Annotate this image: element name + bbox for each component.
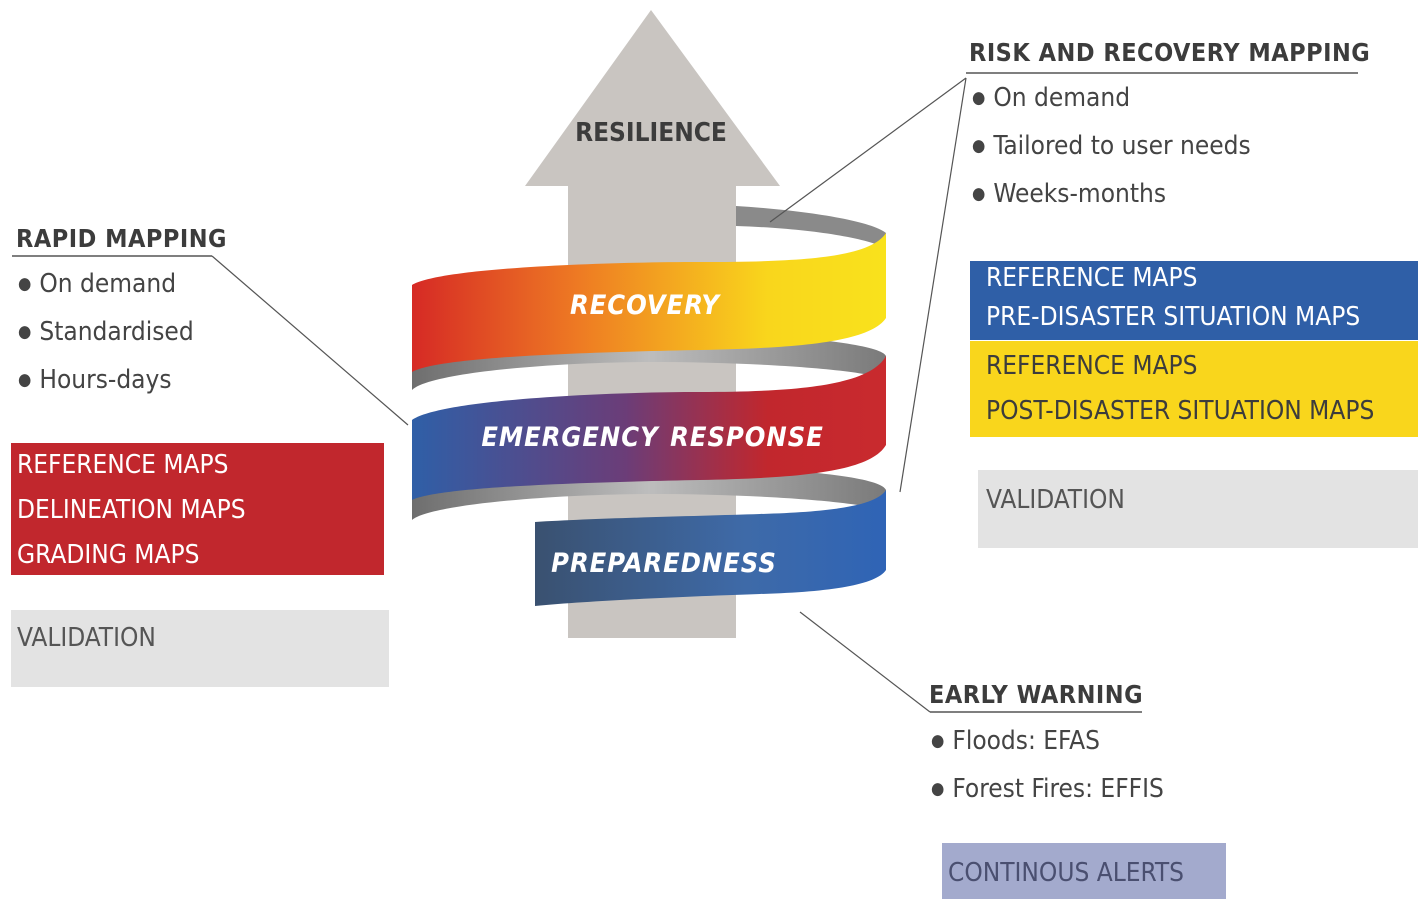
pre-disaster-box: REFERENCE MAPS PRE-DISASTER SITUATION MA… <box>970 261 1418 340</box>
ribbon-inner-top <box>736 206 886 248</box>
emergency-band <box>412 356 886 500</box>
post-disaster-box: REFERENCE MAPS POST-DISASTER SITUATION M… <box>970 341 1418 437</box>
risk-recovery-connector-2 <box>899 77 967 493</box>
validation-label: VALIDATION <box>17 623 156 653</box>
early-warning-heading: EARLY WARNING <box>929 680 1144 709</box>
early-warning-bullets: Floods: EFAS Forest Fires: EFFIS <box>931 719 1164 815</box>
list-item: On demand <box>18 262 194 310</box>
list-item: Tailored to user needs <box>972 124 1250 172</box>
list-item: Forest Fires: EFFIS <box>931 767 1164 815</box>
preparedness-band <box>535 490 886 606</box>
list-item: Weeks-months <box>972 172 1251 220</box>
product-item: PRE-DISASTER SITUATION MAPS <box>986 302 1361 332</box>
list-item: Floods: EFAS <box>931 719 1164 767</box>
rapid-mapping-validation-box: VALIDATION <box>11 610 389 687</box>
product-item: DELINEATION MAPS <box>17 495 246 525</box>
list-item: Standardised <box>18 310 193 358</box>
alerts-label: CONTINOUS ALERTS <box>948 858 1185 888</box>
product-item: POST-DISASTER SITUATION MAPS <box>986 396 1375 426</box>
risk-recovery-connector-1 <box>769 77 967 223</box>
recovery-band <box>412 233 886 372</box>
rapid-mapping-heading: RAPID MAPPING <box>16 224 227 253</box>
product-item: REFERENCE MAPS <box>986 351 1198 381</box>
product-item: REFERENCE MAPS <box>17 450 229 480</box>
response-label: RESPONSE <box>670 422 824 453</box>
continous-alerts-box: CONTINOUS ALERTS <box>942 843 1226 899</box>
early-warning-connector <box>799 611 931 713</box>
rapid-mapping-products-box: REFERENCE MAPS DELINEATION MAPS GRADING … <box>11 443 384 575</box>
risk-recovery-heading: RISK AND RECOVERY MAPPING <box>969 38 1371 67</box>
recovery-label: RECOVERY <box>570 290 721 321</box>
list-item: Hours-days <box>18 358 194 406</box>
product-item: GRADING MAPS <box>17 540 200 570</box>
risk-recovery-bullets: On demand Tailored to user needs Weeks-m… <box>972 76 1251 220</box>
product-item: REFERENCE MAPS <box>986 263 1198 293</box>
rapid-mapping-connector <box>211 255 409 426</box>
resilience-label: RESILIENCE <box>575 118 727 148</box>
risk-recovery-validation-box: VALIDATION <box>978 470 1418 548</box>
validation-label: VALIDATION <box>986 485 1125 515</box>
list-item: On demand <box>972 76 1251 124</box>
emergency-label: EMERGENCY <box>481 422 660 453</box>
rapid-mapping-bullets: On demand Standardised Hours-days <box>18 262 194 406</box>
preparedness-label: PREPAREDNESS <box>551 548 777 579</box>
